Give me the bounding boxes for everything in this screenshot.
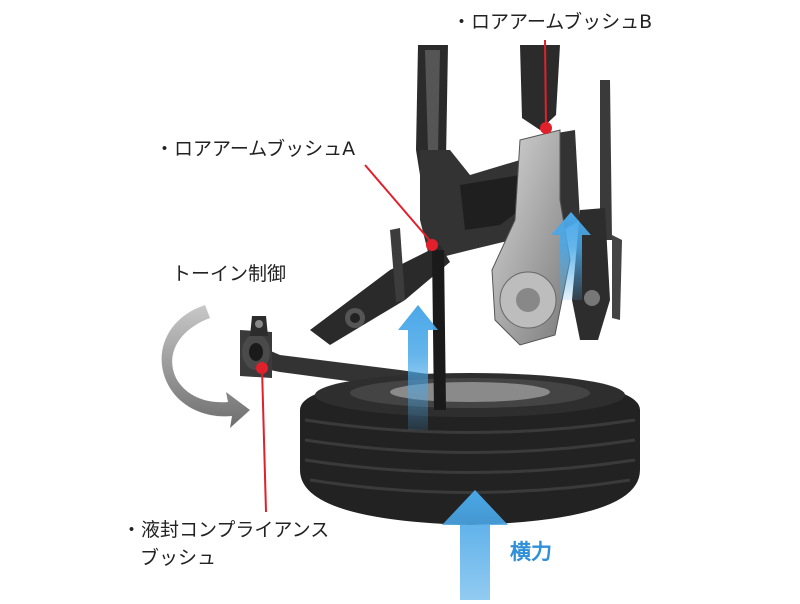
label-compliance-bushing-line2: ブッシュ	[140, 547, 217, 569]
label-lower-arm-bushing-a: ・ロアアームブッシュA	[155, 138, 356, 160]
force-arrows	[398, 212, 591, 600]
bushing-markers	[256, 122, 552, 374]
damper-rod	[432, 250, 446, 410]
up-arrow-icon	[551, 212, 591, 300]
curved-arrow-icon	[161, 305, 250, 428]
knuckle	[491, 129, 610, 346]
label-lower-arm-bushing-b: ・ロアアームブッシュB	[452, 11, 653, 33]
upper-link-arm	[310, 228, 450, 345]
up-arrow-icon	[398, 305, 438, 430]
label-lateral-force: 横力	[510, 540, 552, 564]
callout-lines	[261, 39, 547, 513]
label-toe-in-control: トーイン制御	[172, 263, 287, 285]
tire	[300, 373, 640, 525]
marker-bushing-b	[540, 122, 552, 134]
marker-compliance-bushing	[256, 362, 268, 374]
marker-bushing-a	[426, 239, 438, 251]
label-compliance-bushing-line1: ・液封コンプライアンス	[122, 519, 330, 541]
up-arrow-icon	[442, 490, 508, 600]
